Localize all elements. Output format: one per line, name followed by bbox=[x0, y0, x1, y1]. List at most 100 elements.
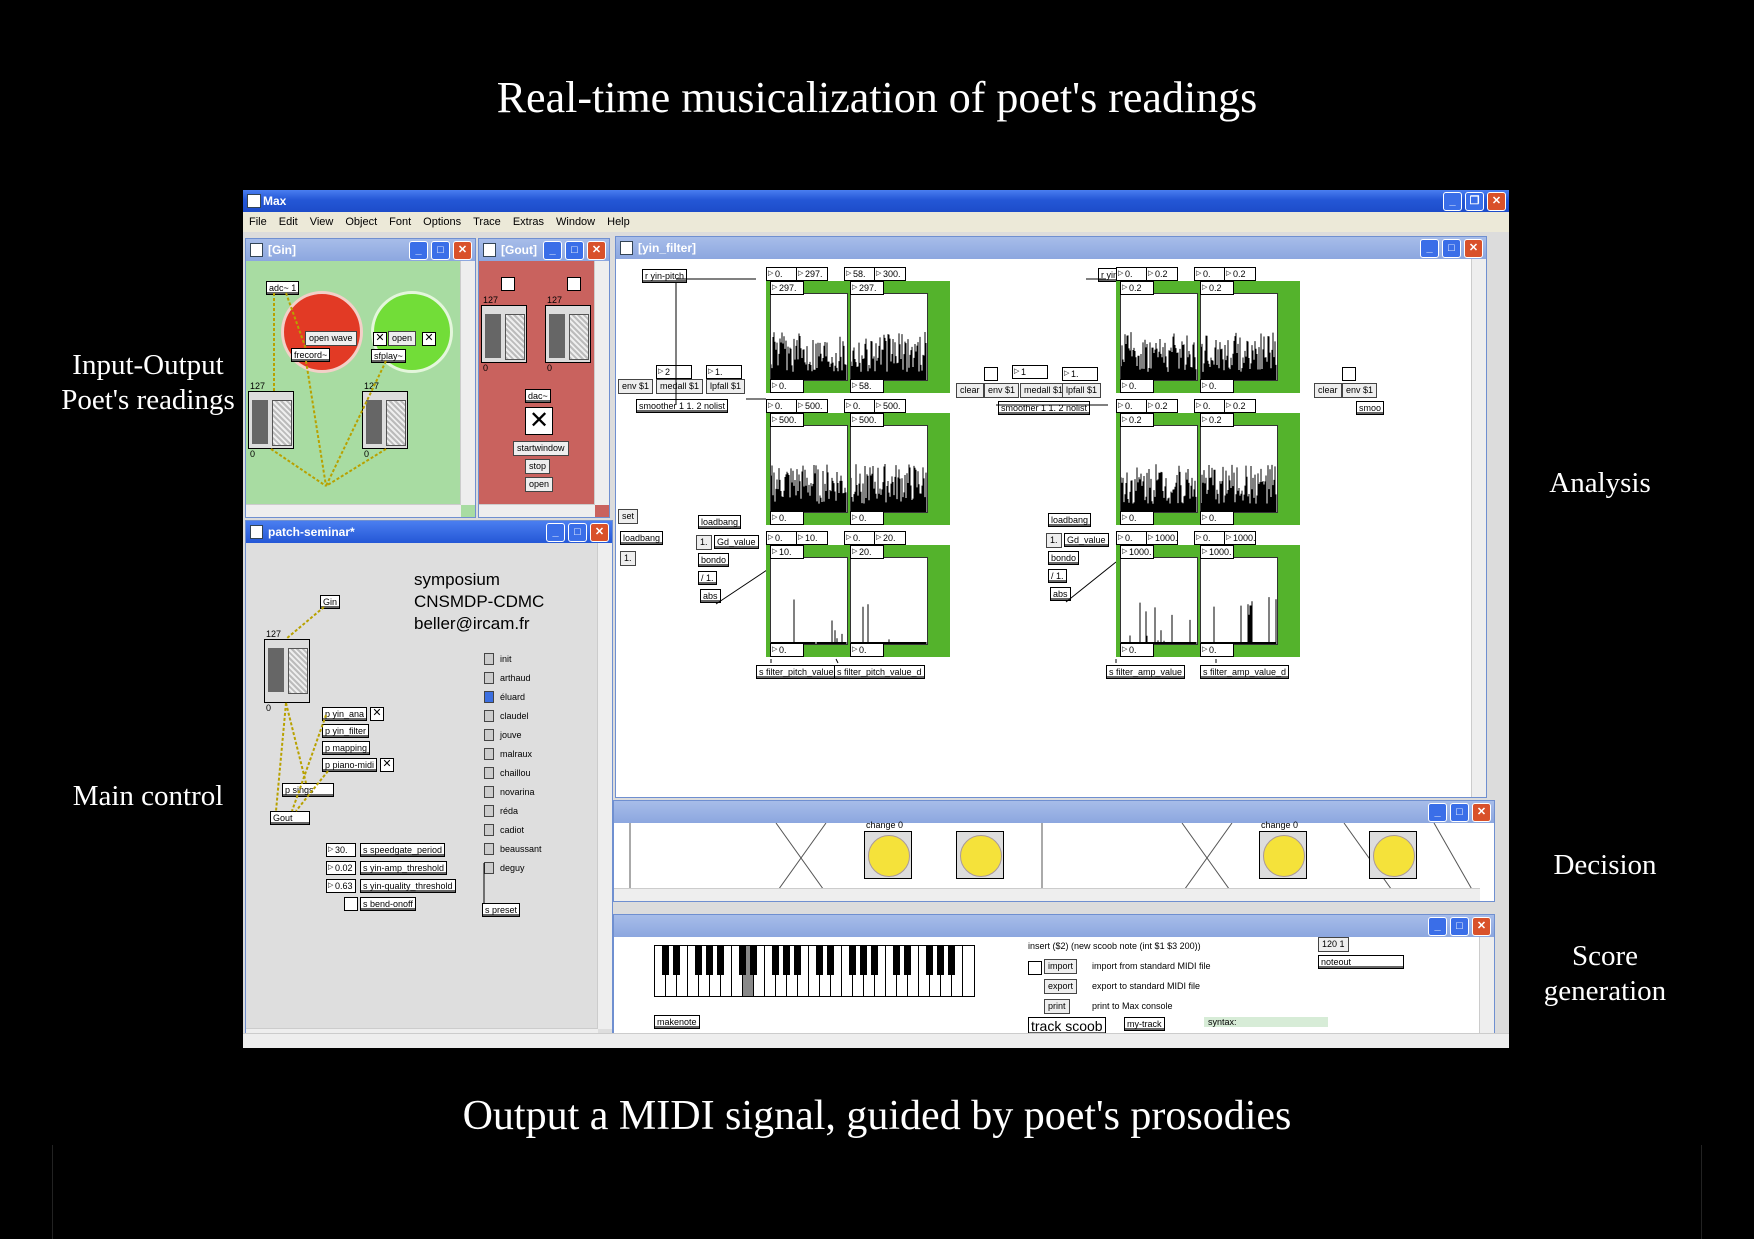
mid-pitch-gd-value[interactable]: Gd_value bbox=[714, 535, 759, 549]
insert-message[interactable]: insert ($2) (new scoob note (int $1 $3 2… bbox=[1028, 941, 1201, 951]
right-bang[interactable] bbox=[984, 367, 998, 381]
gin-vertical-scrollbar[interactable] bbox=[460, 261, 475, 505]
mid-amp-bondo[interactable]: bondo bbox=[1048, 551, 1080, 565]
set-message[interactable]: set bbox=[618, 509, 639, 524]
amp-min-number[interactable]: 0. bbox=[1194, 399, 1226, 413]
piano-black-key[interactable] bbox=[937, 945, 944, 975]
piano-keyboard[interactable] bbox=[654, 945, 976, 997]
open-message[interactable]: open bbox=[388, 331, 417, 346]
pitch-max-number[interactable]: 500. bbox=[796, 399, 828, 413]
minimize-button[interactable]: _ bbox=[1443, 192, 1462, 211]
preset-eluard[interactable]: éluard bbox=[484, 687, 542, 706]
gout-object[interactable]: Gout bbox=[270, 811, 310, 825]
play-toggle[interactable]: ✕ bbox=[373, 332, 387, 346]
number-box-n2[interactable]: 2 bbox=[656, 365, 692, 379]
patch-seminar-title-bar[interactable]: patch-seminar* _□✕ bbox=[246, 521, 612, 543]
pitch-min-number[interactable]: 0. bbox=[766, 399, 798, 413]
preset-reda[interactable]: réda bbox=[484, 801, 542, 820]
patch-seminar-vertical-scrollbar[interactable] bbox=[597, 543, 612, 1029]
decision-title-bar[interactable]: _□✕ bbox=[614, 801, 1494, 823]
preset-claudel[interactable]: claudel bbox=[484, 706, 542, 725]
gout-horizontal-scrollbar[interactable] bbox=[479, 504, 595, 517]
pitch-max-number[interactable]: 10. bbox=[796, 531, 828, 545]
open-wave-message[interactable]: open wave bbox=[305, 331, 357, 346]
pitch-histogram-plot[interactable] bbox=[850, 293, 928, 381]
piano-black-key[interactable] bbox=[706, 945, 713, 975]
amp-bottom-number[interactable]: 0. bbox=[1200, 643, 1234, 657]
preset-malraux[interactable]: malraux bbox=[484, 744, 542, 763]
preset-arthaud[interactable]: arthaud bbox=[484, 668, 542, 687]
gout-close-button[interactable]: ✕ bbox=[587, 241, 606, 260]
pitch-histogram-plot[interactable] bbox=[850, 557, 928, 645]
gout-title-bar[interactable]: [Gout] _□✕ bbox=[479, 239, 609, 261]
amp-max-number[interactable]: 1000. bbox=[1146, 531, 1178, 545]
right-lpfall-message[interactable]: lpfall $1 bbox=[1062, 383, 1102, 398]
frecord-object[interactable]: frecord~ bbox=[291, 348, 331, 362]
pitch-histogram-plot[interactable] bbox=[770, 425, 848, 513]
yin-filter-vertical-scrollbar[interactable] bbox=[1471, 259, 1486, 797]
amp-histogram-plot[interactable] bbox=[1200, 557, 1278, 645]
stop-message[interactable]: stop bbox=[525, 459, 551, 474]
preset-cadiot[interactable]: cadiot bbox=[484, 820, 542, 839]
amp-top-number[interactable]: 1000. bbox=[1200, 545, 1234, 559]
amp-max-number[interactable]: 0.2 bbox=[1224, 399, 1256, 413]
send-filter-amp-value-d[interactable]: s filter_amp_value_d bbox=[1200, 665, 1290, 679]
open-message[interactable]: open bbox=[525, 477, 554, 492]
my-track-object[interactable]: my-track bbox=[1124, 1017, 1165, 1031]
decision-close-button[interactable]: ✕ bbox=[1472, 803, 1491, 822]
one-message[interactable]: 1. bbox=[620, 551, 636, 566]
amp-top-number[interactable]: 0.2 bbox=[1120, 413, 1154, 427]
piano-black-key[interactable] bbox=[860, 945, 867, 975]
amp-top-number[interactable]: 0.2 bbox=[1120, 281, 1154, 295]
far-right-smoother[interactable]: smoo bbox=[1356, 401, 1385, 415]
amp-bottom-number[interactable]: 0. bbox=[1120, 511, 1154, 525]
sfplay-object[interactable]: sfplay~ bbox=[371, 349, 406, 363]
import-message[interactable]: import bbox=[1044, 959, 1078, 974]
gout-minimize-button[interactable]: _ bbox=[543, 241, 562, 260]
amp-top-number[interactable]: 0.2 bbox=[1200, 281, 1234, 295]
decision-horizontal-scrollbar[interactable] bbox=[614, 888, 1480, 901]
medall-message[interactable]: medall $1 bbox=[656, 379, 704, 394]
piano-black-key[interactable] bbox=[673, 945, 680, 975]
smoother-object[interactable]: smoother 1 1. 2 nolist bbox=[636, 399, 729, 413]
patch-seminar-maximize-button[interactable]: □ bbox=[568, 523, 587, 542]
menu-trace[interactable]: Trace bbox=[473, 216, 501, 228]
piano-black-key[interactable] bbox=[794, 945, 801, 975]
menu-font[interactable]: Font bbox=[389, 216, 412, 228]
right-number-n2[interactable]: 1. bbox=[1062, 367, 1098, 381]
menu-help[interactable]: Help bbox=[607, 216, 630, 228]
menu-edit[interactable]: Edit bbox=[278, 216, 298, 228]
mid-pitch-loadbang[interactable]: loadbang bbox=[698, 515, 742, 529]
menu-view[interactable]: View bbox=[309, 216, 334, 228]
pitch-min-number[interactable]: 0. bbox=[844, 399, 876, 413]
piano-black-key[interactable] bbox=[827, 945, 834, 975]
pitch-histogram-plot[interactable] bbox=[850, 425, 928, 513]
send-filter-pitch-value-d[interactable]: s filter_pitch_value_d bbox=[834, 665, 925, 679]
p-piano-midi[interactable]: p piano-midi bbox=[322, 758, 378, 772]
yin-filter-title-bar[interactable]: [yin_filter] _□✕ bbox=[616, 237, 1486, 259]
pitch-max-number[interactable]: 297. bbox=[796, 267, 828, 281]
dac-toggle[interactable]: ✕ bbox=[525, 407, 553, 435]
number-box-n1[interactable]: 1. bbox=[706, 365, 742, 379]
far-right-clear[interactable]: clear bbox=[1314, 383, 1342, 398]
mid-amp-one[interactable]: 1. bbox=[1046, 533, 1062, 548]
gin-title-bar[interactable]: [Gin] _□✕ bbox=[246, 239, 475, 261]
pitch-top-number[interactable]: 297. bbox=[770, 281, 804, 295]
far-right-bang[interactable] bbox=[1342, 367, 1356, 381]
preset-novarina[interactable]: novarina bbox=[484, 782, 542, 801]
piano-black-key[interactable] bbox=[717, 945, 724, 975]
gin-close-button[interactable]: ✕ bbox=[453, 241, 472, 260]
yin-filter-minimize-button[interactable]: _ bbox=[1420, 239, 1439, 258]
print-message[interactable]: print bbox=[1044, 999, 1070, 1014]
amp-max-number[interactable]: 0.2 bbox=[1146, 267, 1178, 281]
gin-object[interactable]: Gin bbox=[320, 595, 341, 609]
decision-minimize-button[interactable]: _ bbox=[1428, 803, 1447, 822]
amp-histogram-plot[interactable] bbox=[1120, 293, 1198, 381]
amp-histogram-plot[interactable] bbox=[1200, 425, 1278, 513]
restore-button[interactable]: ❐ bbox=[1465, 192, 1484, 211]
pitch-max-number[interactable]: 500. bbox=[874, 399, 906, 413]
env-message[interactable]: env $1 bbox=[618, 379, 654, 394]
preset-init[interactable]: init bbox=[484, 649, 542, 668]
decision-maximize-button[interactable]: □ bbox=[1450, 803, 1469, 822]
mid-pitch-one[interactable]: 1. bbox=[696, 535, 712, 550]
